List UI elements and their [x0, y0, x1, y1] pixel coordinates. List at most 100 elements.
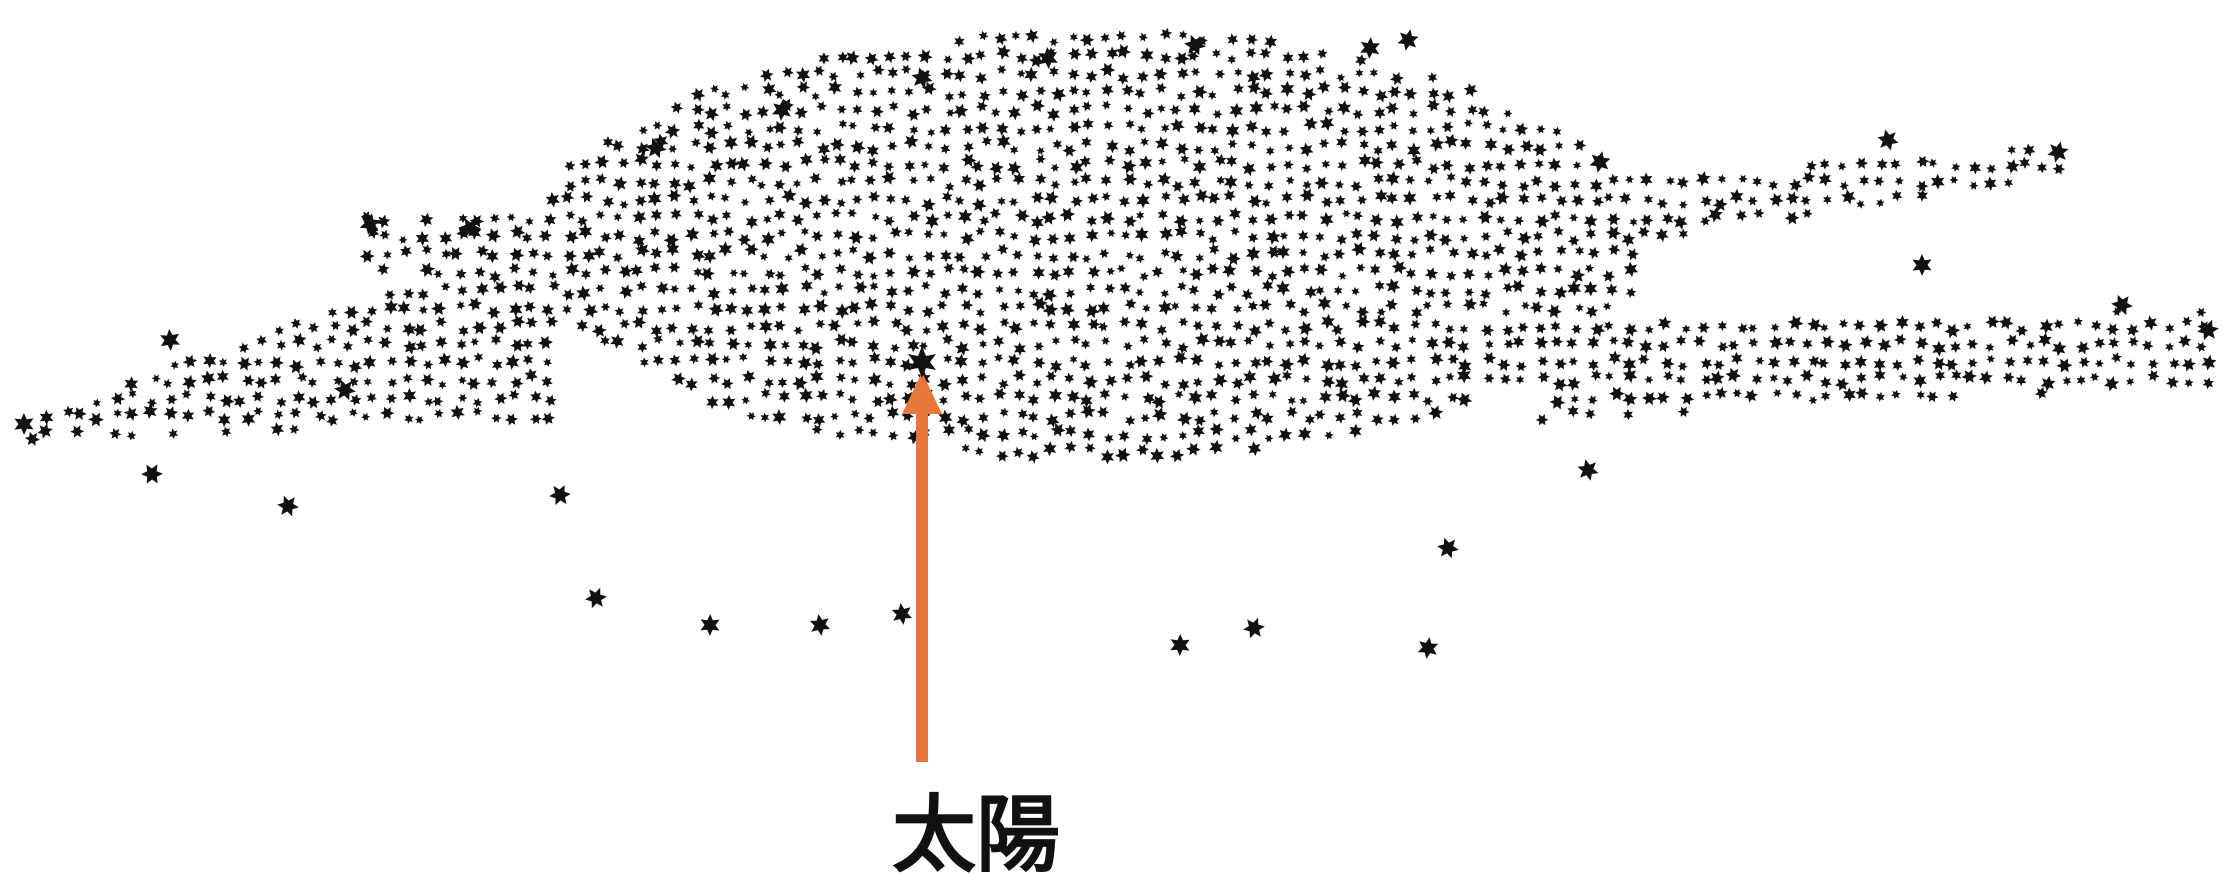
star-icon: [1784, 211, 1800, 225]
star-icon: [216, 369, 229, 384]
star-icon: [999, 407, 1009, 418]
star-icon: [1818, 172, 1832, 187]
star-icon: [1986, 354, 1996, 364]
star-icon: [885, 299, 897, 312]
star-icon: [926, 173, 935, 184]
star-icon: [995, 121, 1009, 136]
star-icon: [944, 181, 955, 192]
star-icon: [693, 299, 704, 311]
star-icon: [1285, 338, 1295, 349]
star-icon: [869, 281, 879, 291]
star-icon: [1515, 375, 1525, 385]
star-icon: [576, 319, 589, 333]
star-icon: [773, 319, 786, 332]
star-icon: [254, 376, 268, 389]
star-icon: [1263, 180, 1274, 192]
star-icon: [1856, 199, 1865, 209]
star-icon: [1087, 265, 1101, 279]
star-icon: [1313, 263, 1329, 277]
star-icon: [797, 355, 813, 371]
star-icon: [899, 324, 914, 337]
star-icon: [693, 118, 705, 132]
star-icon: [1660, 357, 1675, 370]
star-icon: [811, 91, 820, 102]
star-icon: [1801, 208, 1813, 219]
star-icon: [1106, 46, 1119, 60]
star-icon: [1140, 47, 1154, 63]
star-icon: [2004, 356, 2016, 368]
star-icon: [1152, 407, 1168, 423]
star-icon: [992, 335, 1005, 348]
star-icon: [1059, 207, 1076, 222]
star-icon: [1608, 173, 1620, 186]
star-icon: [431, 396, 444, 407]
star-icon: [1142, 303, 1151, 313]
star-icon: [2093, 337, 2106, 349]
star-icon: [1169, 104, 1182, 116]
star-icon: [485, 228, 502, 243]
star-icon: [834, 282, 844, 292]
star-icon: [938, 409, 953, 426]
star-icon: [2111, 294, 2133, 316]
star-icon: [380, 406, 395, 420]
star-icon: [363, 377, 372, 387]
star-icon: [599, 335, 610, 347]
star-icon: [813, 65, 825, 77]
star-icon: [1041, 210, 1057, 225]
star-icon: [612, 228, 626, 242]
star-icon: [1352, 210, 1364, 221]
star-icon: [706, 395, 719, 410]
star-icon: [1086, 215, 1098, 227]
star-icon: [1158, 157, 1167, 166]
star-icon: [1151, 265, 1164, 278]
star-icon: [1841, 189, 1857, 205]
star-icon: [1510, 279, 1526, 293]
star-icon: [1106, 139, 1119, 154]
star-icon: [890, 317, 904, 330]
star-icon: [667, 261, 681, 273]
star-icon: [1032, 265, 1045, 280]
star-icon: [1049, 37, 1059, 47]
star-icon: [562, 304, 572, 315]
star-icon: [163, 406, 179, 421]
star-icon: [1125, 119, 1135, 130]
star-icon: [1124, 359, 1136, 371]
star-icon: [1178, 317, 1189, 327]
star-icon: [1247, 214, 1258, 226]
star-icon: [1009, 231, 1019, 241]
star-icon: [835, 303, 850, 319]
star-icon: [1535, 414, 1549, 426]
star-icon: [847, 395, 858, 405]
star-icon: [1404, 175, 1416, 185]
star-icon: [911, 67, 933, 89]
star-icon: [1385, 191, 1398, 205]
star-icon: [1444, 106, 1457, 118]
star-icon: [744, 243, 759, 256]
star-icon: [1537, 371, 1550, 383]
star-icon: [142, 403, 158, 419]
star-icon: [1212, 48, 1221, 59]
star-icon: [996, 243, 1009, 256]
star-icon: [1589, 151, 1611, 173]
star-icon: [1192, 424, 1205, 438]
star-icon: [638, 126, 649, 135]
star-icon: [735, 156, 751, 172]
star-icon: [1373, 172, 1385, 185]
star-icon: [1727, 340, 1740, 351]
star-icon: [1359, 139, 1369, 150]
star-icon: [1025, 28, 1040, 44]
star-icon: [1913, 373, 1927, 389]
star-icon: [233, 394, 246, 408]
star-icon: [1319, 211, 1334, 228]
star-icon: [756, 180, 767, 190]
star-icon: [1603, 192, 1614, 202]
star-icon: [1587, 358, 1599, 372]
star-icon: [611, 139, 625, 153]
star-icon: [1369, 213, 1384, 227]
star-icon: [706, 191, 717, 201]
star-icon: [816, 101, 828, 112]
star-icon: [635, 141, 650, 156]
star-icon: [1748, 337, 1759, 348]
star-icon: [774, 280, 790, 297]
star-icon: [1334, 194, 1346, 207]
